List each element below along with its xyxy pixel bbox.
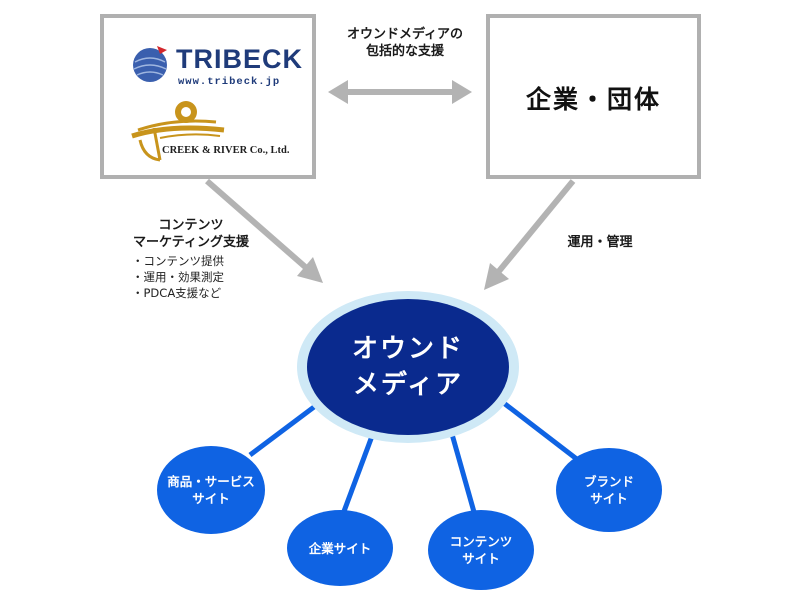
satellite-label-brand: ブランド サイト bbox=[583, 474, 634, 506]
left-arrow-label-line-1: コンテンツ bbox=[158, 218, 224, 233]
tribeck-url: www.tribeck.jp bbox=[178, 76, 281, 88]
center-node bbox=[307, 299, 509, 435]
support-item: ・コンテンツ提供 bbox=[132, 254, 224, 268]
creek-river-name: CREEK & RIVER Co., Ltd. bbox=[162, 145, 290, 156]
connector-line-brand bbox=[490, 392, 580, 462]
tribeck-logo: TRIBECK www.tribeck.jp bbox=[124, 40, 304, 96]
center-node-label-line-2: メディア bbox=[352, 370, 464, 400]
support-item: ・運用・効果測定 bbox=[132, 270, 224, 284]
creek-river-emblem-icon bbox=[131, 101, 225, 162]
satellite-node-brand bbox=[556, 448, 662, 532]
company-box: 企業・団体 bbox=[486, 14, 701, 179]
satellite-label-products: 商品・サービス サイト bbox=[167, 474, 255, 506]
satellite-label-corporate: 企業サイト bbox=[308, 540, 372, 556]
left-arrow-label: コンテンツ マーケティング支援 bbox=[106, 217, 276, 251]
tribeck-wordmark: TRIBECK bbox=[176, 44, 303, 74]
center-node-label: オウンド メディア bbox=[307, 299, 509, 435]
company-title: 企業・団体 bbox=[525, 85, 661, 114]
left-arrow-label-line-2: マーケティング支援 bbox=[133, 235, 249, 250]
top-arrow-label-line-2: 包括的な支援 bbox=[365, 44, 444, 59]
top-arrow-label: オウンドメディアの 包括的な支援 bbox=[310, 26, 500, 60]
arrow-left-to-center bbox=[205, 178, 323, 283]
globe-icon bbox=[133, 46, 167, 82]
double-arrow-top bbox=[328, 80, 472, 104]
satellite-node-products bbox=[157, 446, 265, 534]
partner-logos-box: TRIBECK www.tribeck.jp CREEK & RIVER Co.… bbox=[100, 14, 316, 179]
right-arrow-label: 運用・管理 bbox=[567, 235, 633, 250]
support-item-list: ・コンテンツ提供 ・運用・効果測定 ・PDCA支援など bbox=[132, 253, 224, 301]
satellite-node-content bbox=[428, 510, 534, 590]
creek-river-logo: CREEK & RIVER Co., Ltd. bbox=[124, 98, 309, 178]
satellite-label-content: コンテンツ サイト bbox=[449, 534, 513, 566]
top-arrow-label-line-1: オウンドメディアの bbox=[346, 27, 464, 42]
center-node-label-line-1: オウンド bbox=[351, 334, 464, 364]
satellite-node-corporate bbox=[287, 510, 393, 586]
arrow-right-to-center bbox=[484, 179, 576, 290]
support-item: ・PDCA支援など bbox=[132, 286, 222, 300]
